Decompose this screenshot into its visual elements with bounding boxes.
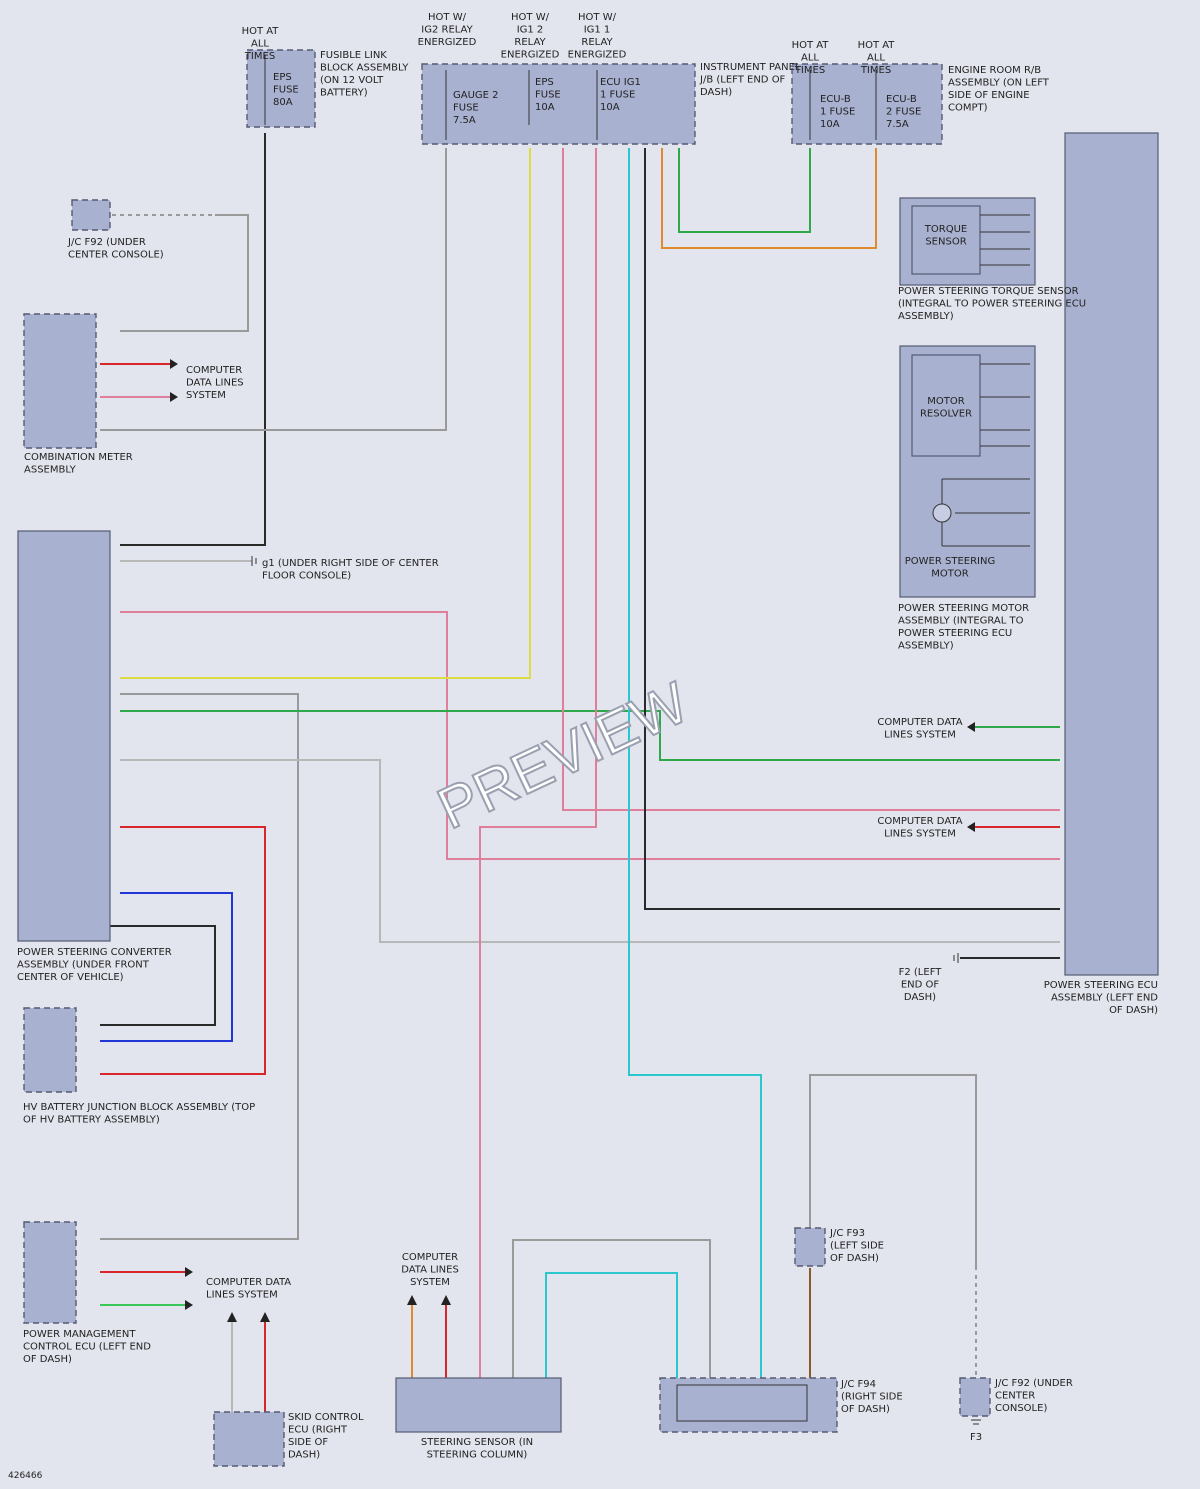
steering-sensor-box xyxy=(395,1377,562,1433)
wire-blk-pig xyxy=(120,133,266,546)
wire-red-cbp xyxy=(100,826,266,1075)
wire-org-f11 xyxy=(661,148,877,249)
ground-f2 xyxy=(953,953,959,963)
ps-converter-box xyxy=(17,530,111,942)
jc-f92-bottom-box xyxy=(959,1377,991,1417)
wire-whtblk-f93 xyxy=(809,1074,977,1270)
jc-f92-top-box xyxy=(71,199,111,231)
motor-resolver-inner xyxy=(911,354,981,457)
wire-grn-f40 xyxy=(678,148,811,233)
components-f3: F3 xyxy=(970,1432,982,1443)
ps-ecu-box xyxy=(1064,132,1159,976)
wire-blk-d38 xyxy=(644,148,1060,910)
wire-whtblk-es xyxy=(120,214,249,332)
wire-blk-nca xyxy=(100,925,216,1026)
fusible-link-box xyxy=(246,49,316,128)
engine-room-rb-box xyxy=(791,63,943,145)
wire-pnk-a19 xyxy=(479,148,597,1378)
wire-pnk-a56 xyxy=(562,148,1060,811)
hv-battery-box xyxy=(23,1007,77,1093)
motor-symbol xyxy=(932,503,952,523)
wire-gry-ddok xyxy=(100,693,299,1240)
combination-meter-box xyxy=(23,313,97,449)
diagram-id: 426466 xyxy=(8,1471,43,1481)
skid-ecu-box xyxy=(213,1411,285,1467)
ground-f3 xyxy=(971,1419,981,1425)
torque-pin-lines xyxy=(941,214,1030,547)
wire-ltblu-ss xyxy=(545,1272,678,1378)
instrument-panel-jb-box xyxy=(421,63,696,145)
wire-blu-cep xyxy=(100,892,233,1042)
jc-f93-box xyxy=(794,1227,826,1267)
wire-gry-ig xyxy=(100,148,447,431)
wire-grn-asst xyxy=(120,710,1060,761)
pm-ecu-box xyxy=(23,1221,77,1324)
components-torque_sensor_desc: POWER STEERING TORQUE SENSOR(INTEGRAL TO… xyxy=(898,286,1086,322)
wire-pnk-wdd1 xyxy=(120,611,1060,860)
torque-sensor-inner xyxy=(911,205,981,275)
wire-yel-ig xyxy=(120,148,531,679)
wire-whtblk-ss xyxy=(512,1239,711,1378)
wire-wht-vot1 xyxy=(120,759,1060,943)
wire-ltblu-d39 xyxy=(628,148,762,1378)
jc-f94-box xyxy=(659,1377,838,1433)
ground-g1 xyxy=(251,556,257,566)
